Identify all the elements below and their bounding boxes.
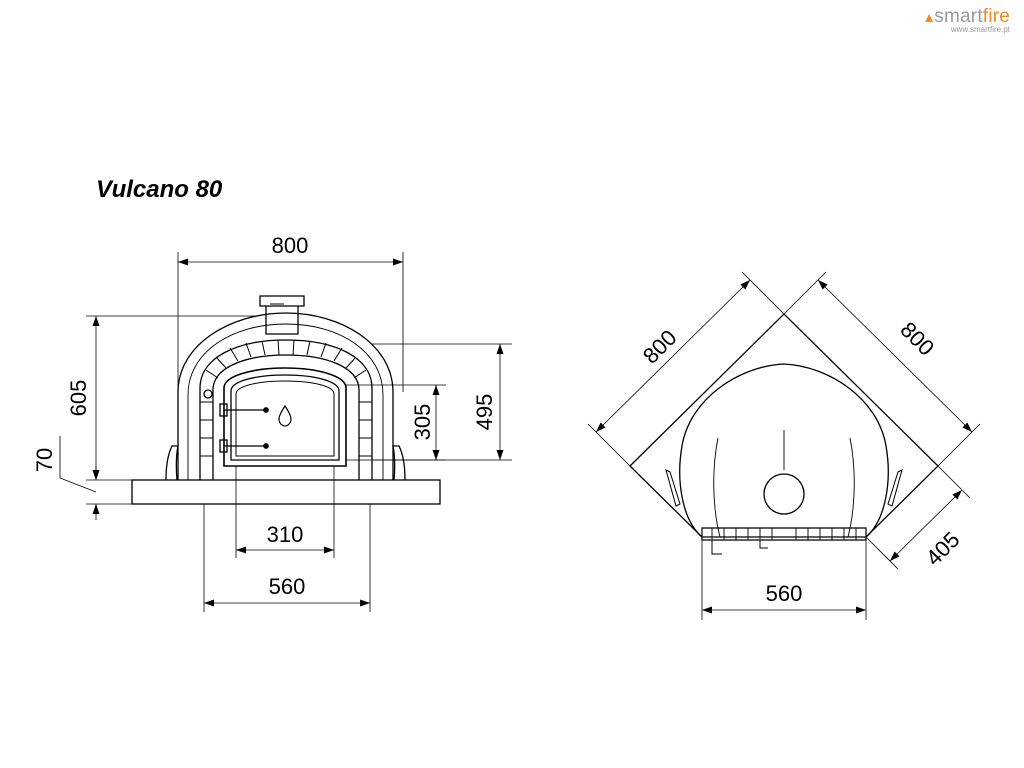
dome-seam-left — [713, 437, 721, 538]
flame-icon: ▴ — [925, 9, 934, 26]
dome-outline — [177, 312, 394, 480]
front-dimensions — [59, 252, 512, 612]
brand-name-prefix: smart — [934, 6, 983, 27]
brand-name-suffix: fire — [982, 6, 1010, 27]
dim-605-label: 605 — [66, 380, 91, 417]
chimney-top-icon — [763, 473, 805, 515]
right-foot — [392, 445, 406, 481]
dim-800-right-line — [817, 279, 973, 433]
flame-emblem-icon — [278, 404, 292, 427]
dim-405-label: 405 — [921, 527, 965, 571]
dim-70-leader — [59, 436, 97, 493]
dim-800-label: 800 — [272, 233, 309, 258]
brick-arch-inner — [212, 354, 360, 480]
left-foot — [165, 445, 179, 481]
chimney-cap — [259, 295, 305, 307]
brick-arch-outer — [199, 339, 373, 480]
dim-800-right-label: 800 — [895, 317, 939, 361]
dim-310-label: 310 — [267, 522, 304, 547]
top-right-foot — [887, 469, 903, 507]
dome-top-outline — [679, 363, 889, 538]
dome-seam-right — [847, 437, 855, 538]
dim-305-label: 305 — [410, 404, 435, 441]
arch-brick-joints — [205, 339, 367, 379]
dim-405-line — [889, 489, 963, 562]
door-hinges — [219, 403, 269, 453]
chimney-pipe — [265, 306, 299, 335]
dim-70-label: 70 — [32, 448, 57, 472]
dim-495-label: 495 — [472, 394, 497, 431]
front-door-handle — [711, 540, 768, 555]
thermometer-icon — [203, 389, 213, 399]
dim-560-front-label: 560 — [269, 574, 306, 599]
front-arch-bricks — [711, 528, 857, 540]
model-title: Vulcano 80 — [96, 176, 223, 203]
brand-logo: ▴smartfire www.smartfire.pt — [925, 6, 1010, 34]
front-arch-top — [701, 527, 867, 541]
oven-base-slab — [131, 479, 441, 505]
door-frame-outer — [223, 367, 347, 467]
front-dimension-labels: 800 605 70 495 305 310 560 — [32, 233, 497, 599]
dim-800-left-line — [595, 279, 751, 433]
dim-800-left-label: 800 — [638, 325, 682, 369]
top-dimension-labels: 800 800 405 560 — [638, 317, 965, 606]
top-dimensions — [587, 271, 981, 620]
front-view — [131, 295, 441, 505]
top-left-foot — [665, 469, 681, 507]
jamb-brick-joints — [200, 401, 372, 457]
door-frame-inner — [230, 374, 340, 461]
brand-url: www.smartfire.pt — [950, 25, 1010, 34]
dim-560-top-label: 560 — [766, 581, 803, 606]
top-view — [629, 313, 939, 555]
door-panel — [235, 380, 335, 457]
dome-inner-line — [187, 323, 384, 480]
brand-name: ▴smartfire — [925, 6, 1010, 28]
